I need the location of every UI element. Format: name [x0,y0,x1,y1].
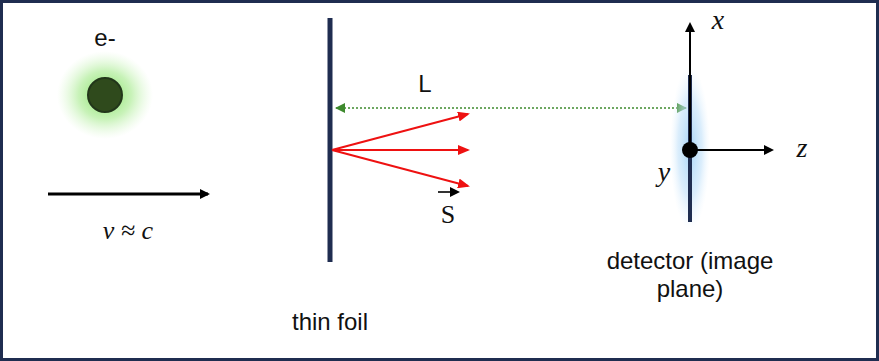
thin-foil [328,18,333,262]
axis-label: y [658,156,670,188]
radiation-arrow [332,114,468,150]
distance-line [336,107,686,109]
radiation-arrow [332,149,468,151]
radiation-arrow [332,150,468,186]
detector-label: detector (image plane) [605,247,775,302]
axis-label: z [797,132,808,164]
distance-label: L [418,70,431,98]
poynting-label: S [441,200,455,230]
foil-label: thin foil [292,308,368,336]
electron-glow [57,51,153,139]
z-axis [690,149,772,151]
electron [88,78,122,112]
velocity-arrow [48,193,208,196]
vector-arrow [438,191,458,193]
axis-label: x [712,4,724,36]
particle-label: e- [94,24,115,52]
velocity-label: v ≈ c [103,216,153,246]
y-axis-dot [682,142,698,158]
x-axis [689,24,691,150]
